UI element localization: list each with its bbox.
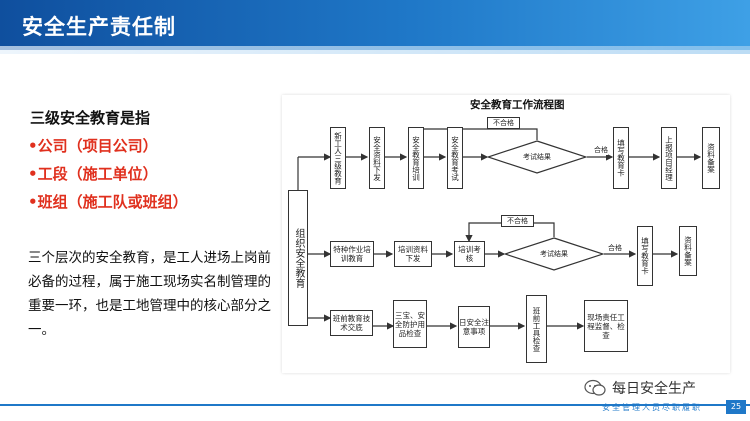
row1-decision-diamond: 考试结果 — [487, 140, 587, 174]
flowchart: 安全教育工作流程图 — [282, 95, 730, 373]
safety-exam-box: 安全教育考试 — [447, 127, 463, 189]
footer-divider — [0, 404, 750, 406]
row1-fail-label: 不合格 — [487, 117, 520, 129]
header-swoosh — [0, 46, 750, 54]
report-manager-box: 上报项目经理 — [661, 127, 677, 189]
row2-pass-label: 合格 — [608, 243, 622, 253]
pre-shift-tool-check-box: 班前工具检查 — [526, 295, 547, 363]
section-heading: 三级安全教育是指 — [30, 109, 151, 127]
watermark: 每日安全生产 — [584, 378, 696, 398]
row2-archive-box: 资料备案 — [679, 226, 697, 276]
row1-archive-box: 资料备案 — [702, 127, 720, 189]
row2-fill-card-box: 填写教育卡 — [637, 226, 653, 286]
row1-decision-label: 考试结果 — [523, 153, 551, 161]
header-bar: 安全生产责任制 — [0, 0, 750, 54]
training-material-box: 培训资料下发 — [394, 241, 432, 267]
level-team: •班组（施工队或班组） — [28, 193, 188, 211]
pre-shift-briefing-box: 班前教育技术交底 — [330, 310, 373, 336]
description-paragraph: 三个层次的安全教育，是工人进场上岗前必备的过程，属于施工现场实名制管理的重要一环… — [28, 250, 271, 338]
level-company: •公司（项目公司） — [28, 137, 158, 155]
page-number: 25 — [726, 400, 746, 414]
org-safety-education-box: 组织安全教育 — [288, 190, 308, 326]
level-section: •工段（施工单位） — [28, 165, 158, 183]
watermark-text: 每日安全生产 — [612, 381, 696, 397]
footer-slogan: 安全管理人员尽职履职 — [602, 403, 702, 412]
ppe-check-box: 三宝、安全防护用品检查 — [393, 300, 427, 348]
page-title: 安全生产责任制 — [22, 15, 176, 39]
row2-fail-label: 不合格 — [501, 215, 534, 227]
daily-safety-notes-box: 日安全注意事项 — [458, 306, 490, 348]
row1-pass-label: 合格 — [594, 145, 608, 155]
fill-education-card-box: 填写教育卡 — [613, 127, 629, 189]
special-operation-training-box: 特种作业培训教育 — [330, 241, 374, 267]
site-supervision-box: 现场责任工程监督、检查 — [584, 300, 628, 352]
training-assessment-box: 培训考核 — [454, 241, 485, 267]
safety-training-box: 安全教育培训 — [408, 127, 424, 189]
flowchart-title: 安全教育工作流程图 — [470, 99, 565, 111]
wechat-icon — [584, 379, 606, 396]
safety-material-box: 安全资料下发 — [369, 127, 385, 189]
new-worker-education-box: 新工人三级教育 — [330, 127, 346, 189]
row2-decision-diamond: 考试结果 — [504, 237, 604, 271]
row2-decision-label: 考试结果 — [540, 250, 568, 258]
